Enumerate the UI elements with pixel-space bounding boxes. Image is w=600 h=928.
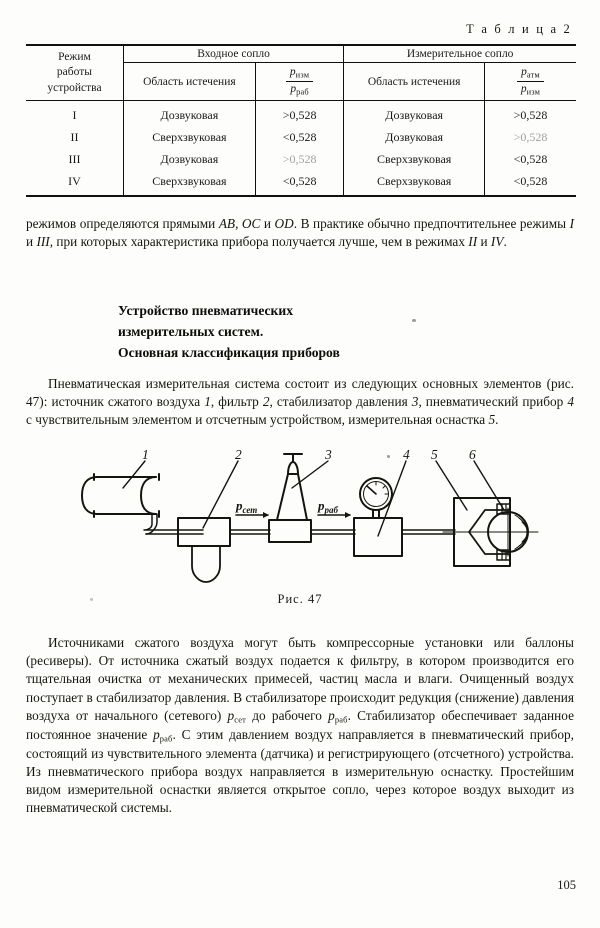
figure-caption: Рис. 47: [277, 592, 323, 606]
header-measuring-ratio: pатм pизм: [484, 61, 576, 101]
cell-measuring-area: Сверхзвуковая: [343, 148, 486, 171]
fraction-denominator: pизм: [520, 83, 541, 97]
table-row: I Дозвуковая >0,528 Дозвуковая >0,528: [26, 100, 576, 128]
outlet-pipe: [143, 513, 204, 535]
cell-mode: I: [26, 100, 124, 128]
header-inlet-ratio: pизм pраб: [254, 61, 345, 101]
header-mode-line2: работы: [56, 66, 92, 79]
table-row: IV Сверхзвуковая <0,528 Сверхзвуковая <0…: [26, 170, 576, 198]
cell-inlet-area: Дозвуковая: [122, 148, 256, 171]
table-2: Режим работы устройства Входное сопло Из…: [26, 44, 576, 198]
header-mode-cell: Режим работы устройства: [26, 44, 124, 101]
cell-inlet-ratio: >0,528: [254, 148, 345, 171]
paragraph-system-elements: Пневматическая измерительная система сос…: [26, 376, 574, 428]
ink-speck: [387, 455, 390, 458]
cell-measuring-ratio: >0,528: [484, 100, 576, 128]
table-header-row-groups: Режим работы устройства Входное сопло Из…: [26, 44, 576, 101]
pipe-stabilizer-instrument: [310, 529, 356, 535]
cell-measuring-area: Дозвуковая: [343, 127, 486, 149]
label-p-rab: pраб: [317, 498, 339, 515]
fraction-numerator: pизм: [285, 66, 314, 83]
fraction-patm-pizm: pатм pизм: [516, 65, 545, 98]
pipe-filter-stabilizer: [229, 529, 271, 535]
header-group-inlet: Входное сопло: [122, 44, 345, 63]
cell-measuring-area: Дозвуковая: [343, 100, 486, 128]
page-number: 105: [557, 878, 576, 892]
table-row: III Дозвуковая >0,528 Сверхзвуковая <0,5…: [26, 148, 576, 171]
header-inlet-area: Область истечения: [122, 61, 256, 101]
label-p-set: pсет: [235, 498, 257, 515]
paragraph-above-heading: режимов определяются прямыми AB, OC и OD…: [26, 216, 575, 250]
table-row: II Сверхзвуковая <0,528 Дозвуковая >0,52…: [26, 127, 576, 149]
ink-speck: [90, 598, 93, 601]
cell-inlet-area: Дозвуковая: [122, 100, 256, 128]
pressure-arrow-set: [235, 512, 269, 518]
heading-line-2: измерительных систем.: [118, 324, 264, 340]
callout-6: 6: [469, 448, 476, 462]
cell-measuring-ratio: >0,528: [484, 127, 576, 149]
fraction-pizm-prab: pизм pраб: [285, 65, 314, 98]
cell-inlet-area: Сверхзвуковая: [122, 170, 256, 198]
fraction-denominator: pраб: [290, 83, 309, 97]
filter-with-bowl: [177, 517, 231, 583]
ink-speck: [412, 319, 416, 322]
callout-4: 4: [403, 448, 410, 462]
pressure-labels: pсет pраб: [235, 498, 339, 515]
cell-measuring-ratio: <0,528: [484, 148, 576, 171]
fraction-numerator: pатм: [516, 66, 545, 83]
header-group-measuring: Измерительное сопло: [343, 44, 576, 63]
header-mode-line3: устройства: [47, 81, 102, 94]
callout-1: 1: [142, 448, 149, 462]
callout-3: 3: [324, 448, 332, 462]
pipe-instrument-fixture: [401, 529, 456, 535]
callout-2: 2: [235, 448, 242, 462]
heading-line-1: Устройство пневматических: [118, 303, 294, 318]
heading-line-3: Основная классификация приборов: [118, 345, 340, 361]
cell-inlet-ratio: <0,528: [254, 127, 345, 149]
header-mode-line1: Режим: [58, 50, 91, 63]
cell-inlet-ratio: <0,528: [254, 170, 345, 198]
callout-5: 5: [431, 448, 438, 462]
pneumatic-instrument-with-gauge: [353, 477, 403, 557]
cell-mode: II: [26, 127, 124, 149]
cell-measuring-area: Сверхзвуковая: [343, 170, 486, 198]
figure-47: 1 2 3 4 5 6 pсет pраб: [60, 447, 560, 598]
section-heading: Устройство пневматических измерительных …: [118, 300, 448, 363]
pressure-arrow-rab: [317, 512, 351, 518]
air-receiver-tank: [81, 473, 160, 518]
table-caption: Т а б л и ц а 2: [466, 22, 572, 36]
cell-mode: III: [26, 148, 124, 171]
pressure-stabilizer: [268, 453, 312, 543]
pneumatic-system-diagram: 1 2 3 4 5 6 pсет pраб: [81, 447, 539, 583]
workpiece: [442, 507, 539, 557]
cell-mode: IV: [26, 170, 124, 198]
header-measuring-area: Область истечения: [343, 61, 486, 101]
cell-inlet-area: Сверхзвуковая: [122, 127, 256, 149]
cell-measuring-ratio: <0,528: [484, 170, 576, 198]
callout-numbers: 1 2 3 4 5 6: [142, 447, 476, 462]
paragraph-compressed-air: Источниками сжатого воздуха могут быть к…: [26, 635, 574, 816]
cell-inlet-ratio: >0,528: [254, 100, 345, 128]
callout-leaders: [122, 460, 505, 537]
table-header-row-sub: Область истечения pизм pраб Область исте…: [26, 61, 576, 101]
